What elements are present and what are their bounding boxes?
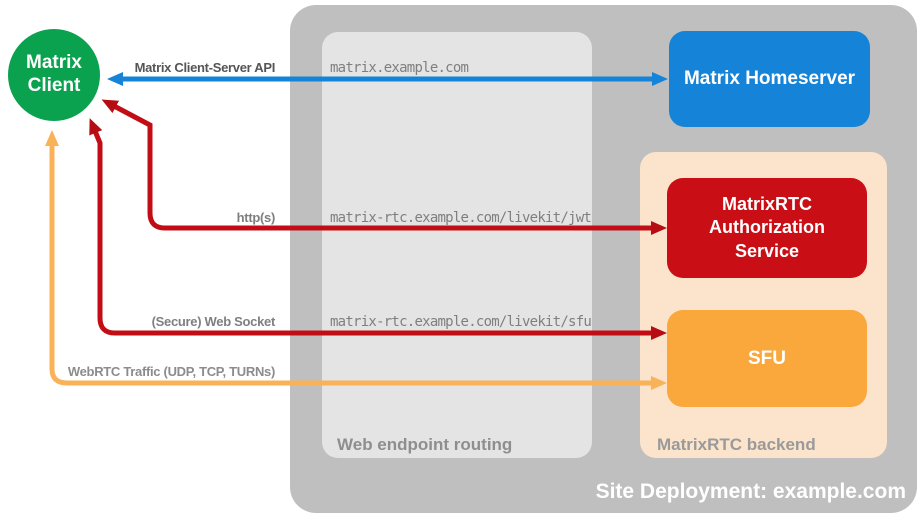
sfu-label: SFU bbox=[748, 347, 786, 369]
webrtc-traffic-label: WebRTC Traffic (UDP, TCP, TURNs) bbox=[67, 364, 275, 379]
matrixrtc-authorization-service-node: MatrixRTC Authorization Service bbox=[667, 178, 867, 278]
web-endpoint-routing-caption: Web endpoint routing bbox=[337, 435, 513, 454]
matrix-client-node: Matrix Client bbox=[8, 29, 100, 121]
sfu-node: SFU bbox=[667, 310, 867, 407]
matrixrtc-authorization-service-label: MatrixRTC Authorization Service bbox=[709, 194, 825, 261]
https-label: http(s) bbox=[236, 210, 276, 225]
matrix-client-label: Matrix Client bbox=[26, 52, 82, 96]
matrixrtc-backend-caption: MatrixRTC backend bbox=[657, 435, 816, 454]
matrix-homeserver-label: Matrix Homeserver bbox=[683, 68, 856, 89]
endpoint-livekit-jwt: matrix-rtc.example.com/livekit/jwt bbox=[330, 210, 592, 226]
client-server-api-label: Matrix Client-Server API bbox=[134, 60, 276, 75]
web-endpoint-routing-box bbox=[322, 32, 592, 458]
matrix-homeserver-node: Matrix Homeserver bbox=[669, 31, 870, 127]
site-deployment-caption: Site Deployment: example.com bbox=[595, 480, 906, 503]
endpoint-livekit-sfu: matrix-rtc.example.com/livekit/sfu bbox=[330, 314, 592, 330]
endpoint-matrix-example-com: matrix.example.com bbox=[330, 60, 469, 76]
secure-websocket-label: (Secure) Web Socket bbox=[151, 314, 276, 329]
